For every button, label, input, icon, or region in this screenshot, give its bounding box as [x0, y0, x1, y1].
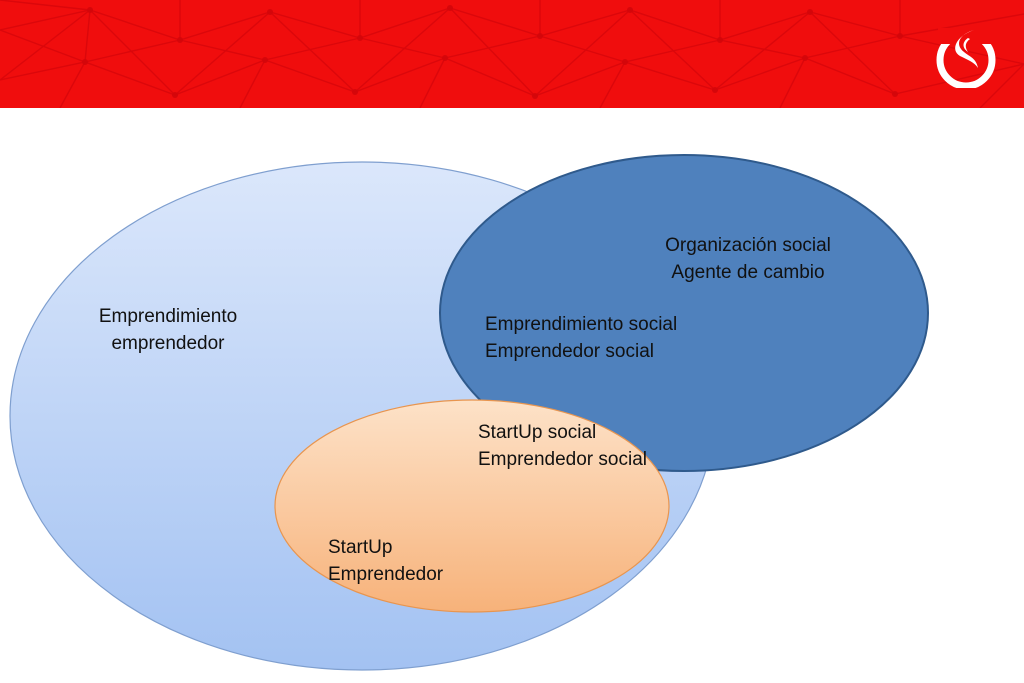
upc-flame-logo-icon — [936, 28, 996, 88]
large-circle-label: Emprendimiento emprendedor — [78, 303, 258, 357]
blue-circle-top-line2: Agente de cambio — [671, 262, 825, 283]
header-banner — [0, 0, 1024, 108]
blue-circle-top-line1: Organización social — [665, 235, 831, 256]
small-circle-bottom-line1: StartUp — [328, 537, 393, 558]
small-circle-top-label: StartUp social Emprendedor social — [478, 419, 647, 473]
blue-circle-mid-label: Emprendimiento social Emprendedor social — [485, 311, 677, 365]
large-circle-line2: emprendedor — [111, 333, 225, 354]
small-circle-startup — [274, 399, 670, 613]
blue-circle-social-organization — [439, 154, 929, 472]
small-circle-bottom-label: StartUp Emprendedor — [328, 534, 443, 588]
venn-diagram — [9, 154, 929, 671]
blue-circle-top-label: Organización social Agente de cambio — [648, 232, 848, 286]
header-network-pattern — [0, 0, 1024, 108]
blue-circle-mid-line1: Emprendimiento social — [485, 314, 678, 335]
large-circle-line1: Emprendimiento — [98, 306, 238, 327]
small-circle-bottom-line2: Emprendedor — [328, 564, 444, 585]
small-circle-top-line2: Emprendedor social — [478, 449, 647, 470]
small-circle-top-line1: StartUp social — [478, 422, 597, 443]
blue-circle-mid-line2: Emprendedor social — [485, 341, 654, 362]
